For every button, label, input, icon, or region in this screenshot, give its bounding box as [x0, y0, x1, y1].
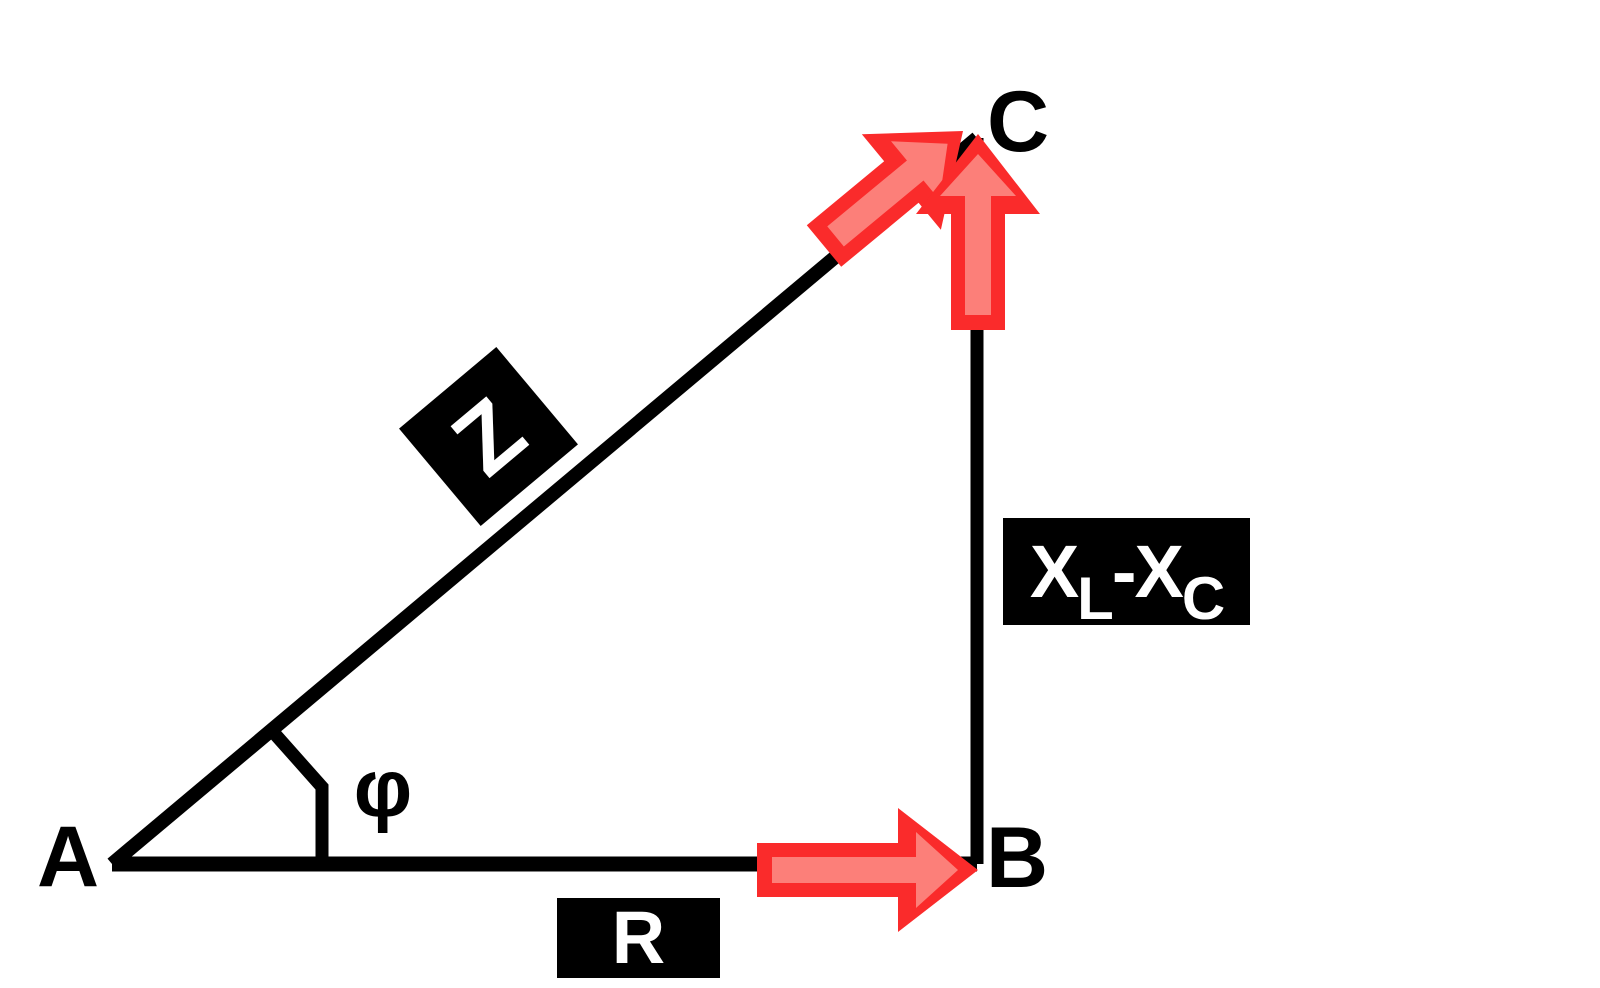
impedance-label-text: Z [432, 377, 544, 495]
arrow-fill-reactance-vector [940, 154, 1016, 315]
phase-angle-phi-label: φ [353, 743, 413, 834]
arrow-resistance-vector [757, 808, 978, 932]
vertex-label-c: C [986, 74, 1050, 170]
reactance-label-text: XL-XC [1030, 535, 1225, 629]
vertex-label-b: B [985, 810, 1049, 906]
reactance-xl-symbol: X [1029, 530, 1079, 613]
vertex-label-a: A [36, 809, 100, 905]
side-hypotenuse-z [107, 132, 982, 870]
reactance-xl-subscript: L [1077, 565, 1114, 632]
resistance-label-box: R [557, 898, 720, 978]
phase-angle-marker [269, 728, 329, 862]
reactance-xc-subscript: C [1181, 565, 1225, 632]
arrow-reactance-vector [916, 134, 1040, 330]
reactance-minus-sign: - [1111, 530, 1137, 613]
arrow-fill-resistance-vector [772, 832, 958, 908]
reactance-xc-symbol: X [1134, 530, 1183, 613]
reactance-label-box: XL-XC [1003, 518, 1250, 629]
arrow-impedance-vector [806, 131, 964, 267]
resistance-label-text: R [611, 896, 666, 979]
arrow-fill-impedance-vector [827, 141, 948, 247]
